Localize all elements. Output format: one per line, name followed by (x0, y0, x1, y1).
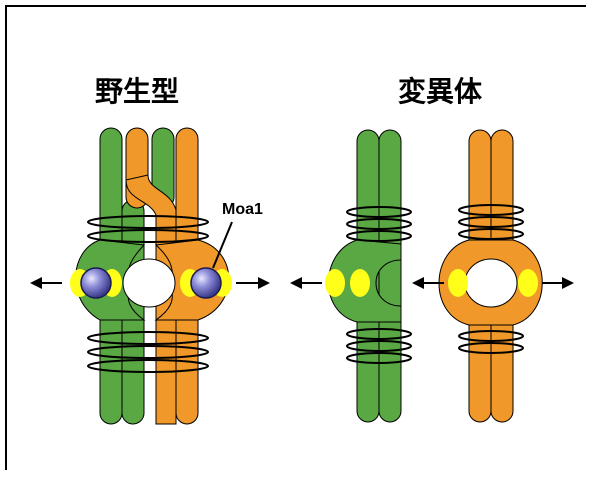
kinetochore-mut-3 (448, 269, 468, 297)
arrow-wt-right (236, 277, 270, 289)
kinetochore-mut-4 (518, 269, 538, 297)
moa1-sphere-left (81, 268, 111, 298)
green-chromatid-mut-2 (379, 130, 401, 422)
arrow-wt-left (30, 277, 62, 289)
centromere-hole-wt (123, 259, 175, 307)
kinetochore-mut-1 (325, 269, 345, 297)
arrow-mut-green-left (290, 277, 322, 289)
moa1-label: Moa1 (222, 201, 263, 218)
arrow-mut-orange-right (542, 277, 574, 289)
centromere-hole-mut (465, 259, 517, 307)
mutant-group (290, 130, 574, 422)
kinetochore-mut-2 (350, 269, 370, 297)
wild-type-group (30, 128, 270, 424)
moa1-sphere-right (191, 268, 221, 298)
